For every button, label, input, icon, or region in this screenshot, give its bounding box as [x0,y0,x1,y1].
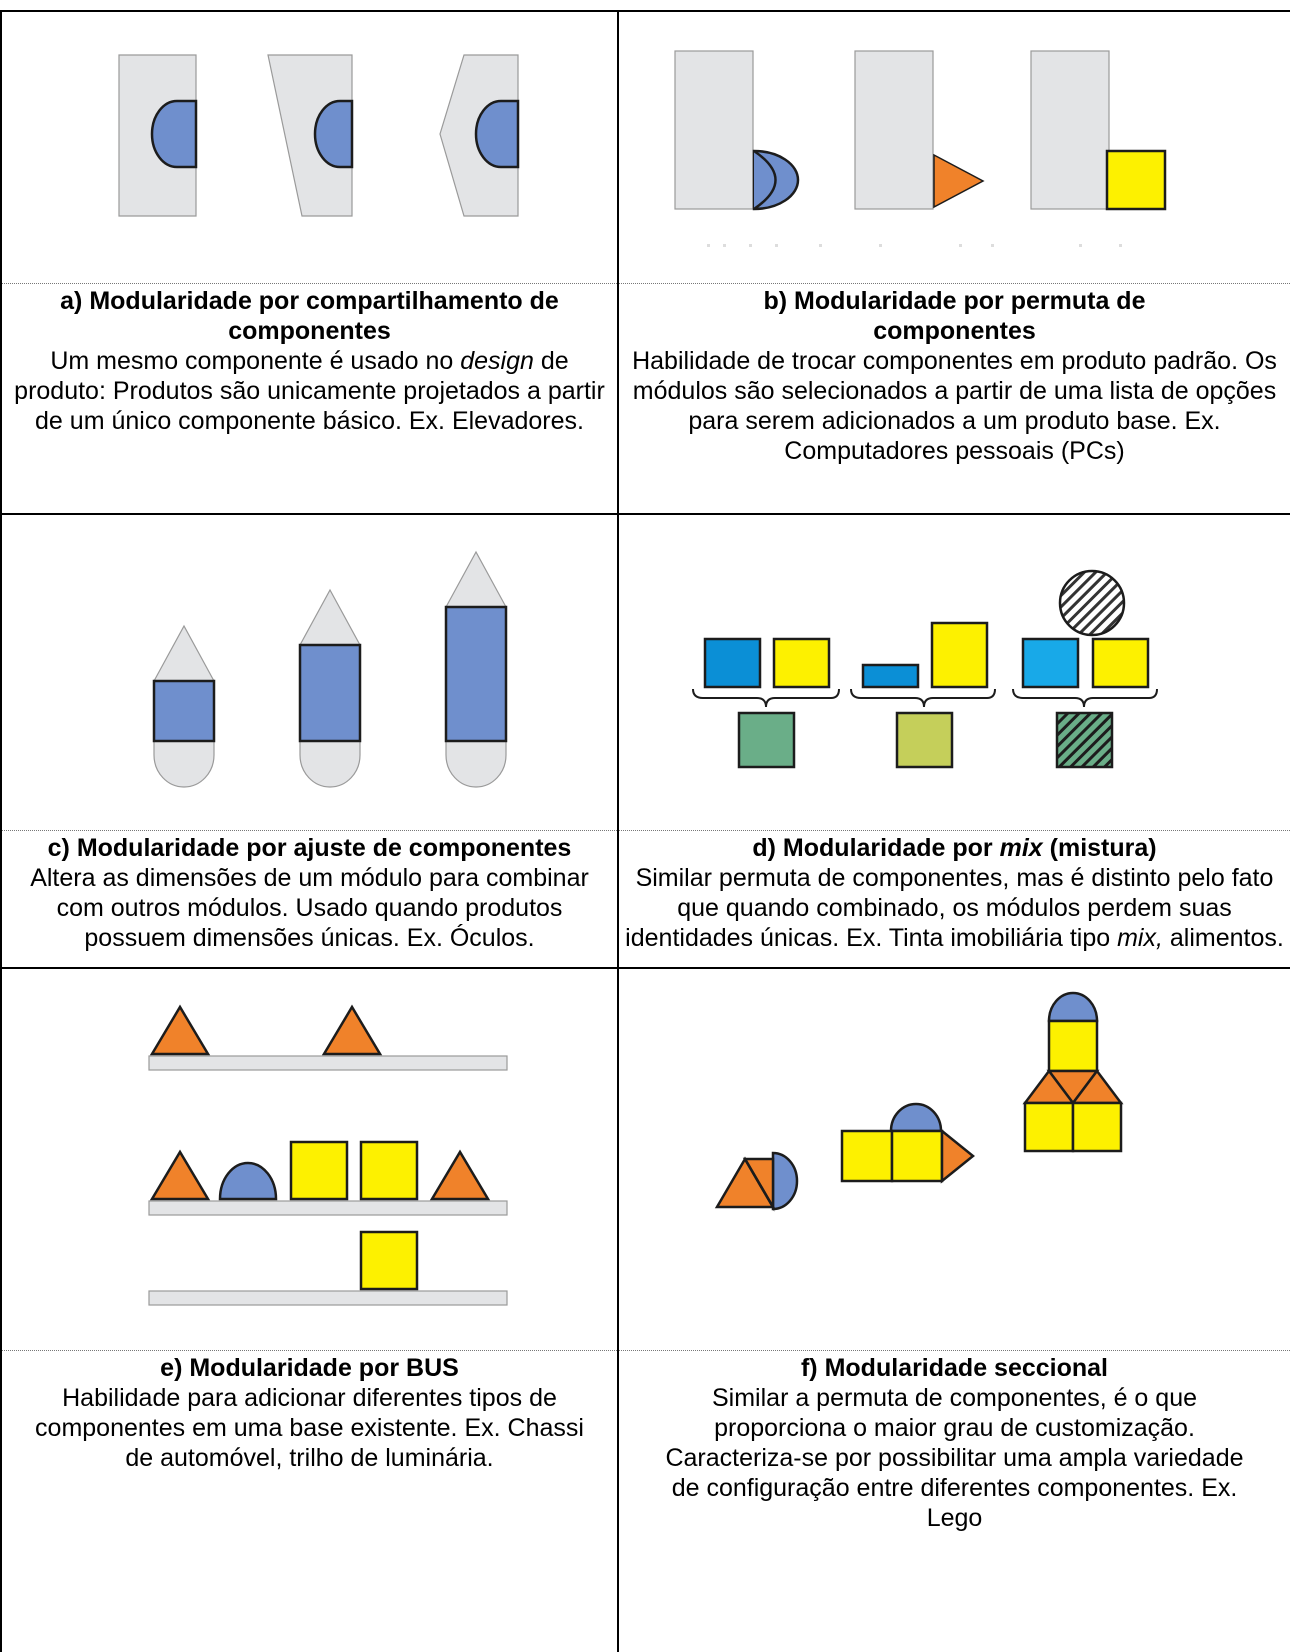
adjustable-module [298,643,362,743]
caption-title: d) Modularidade por mix (mistura) [621,833,1288,863]
cone-top [152,624,216,682]
caption-body-text: Similar permuta de componentes, mas é di… [625,864,1274,952]
half-circle-component [889,1102,943,1133]
base-rectangle [674,50,754,210]
cell-separator-d [619,830,1290,831]
figure-component-sharing [118,54,520,217]
caption-title: a) Modularidade por compartilhamento de … [60,287,559,345]
caption-body-italic: design [460,347,534,375]
caption-body: Habilidade para adicionar diferentes tip… [35,1384,584,1472]
table-border-top [0,10,1290,12]
brace [1012,688,1158,708]
figure-sectional-modularity [714,991,1124,1212]
base-rectangle [854,50,934,210]
blue-square-input [703,637,762,689]
half-circle-component [218,1161,278,1201]
caption-body-text: de produto: Produtos são unicamente proj… [14,347,605,435]
triangle-component [149,1149,211,1201]
half-circle-component [474,99,520,169]
triangle-component [933,153,985,209]
round-bottom [299,740,361,788]
square-component [359,1230,419,1291]
adjustable-module [444,605,508,743]
small-blue-input [861,663,920,689]
figure-component-swapping [674,50,1167,247]
caption-component-sharing: a) Modularidade por compartilhamento de … [6,286,613,436]
caption-title-italic: mix [999,834,1043,862]
caption-title: b) Modularidade por permuta de component… [763,287,1146,345]
caption-component-fitting: c) Modularidade por ajuste de componente… [6,833,613,953]
caption-title: e) Modularidade por BUS [160,1354,459,1382]
bus-rail [148,1200,508,1216]
caption-body-text: Um mesmo componente é usado no [50,347,461,375]
base-trapezoid [267,54,353,217]
caption-body: Similar a permuta de componentes, é o qu… [665,1384,1244,1532]
caption-body: Habilidade de trocar componentes em prod… [632,347,1277,465]
round-bottom [445,740,507,788]
caption-component-swapping: b) Modularidade por permuta de component… [621,286,1288,466]
triangle-component [321,1004,383,1056]
green-mix-result [737,711,796,769]
round-bottom [153,740,215,788]
half-circle-component [1047,991,1099,1023]
square-component [1105,149,1167,211]
triangle-component [940,1128,975,1184]
square-component [359,1140,419,1201]
figure-mix-modularity [692,569,1158,769]
caption-body: Um mesmo componente é usado no design de… [6,346,613,436]
square-component [840,1129,894,1183]
caption-body-italic: mix, [1117,924,1163,952]
bus-rail [148,1055,508,1071]
yellow-square-input [772,637,831,689]
caption-title: f) Modularidade seccional [800,1354,1108,1382]
brace [692,688,840,708]
cell-separator-f [619,1350,1290,1351]
table-border-left [0,10,2,1652]
caption-body: Similar permuta de componentes, mas é di… [621,863,1288,953]
square-component [289,1140,349,1201]
hatched-mix-result [1055,711,1114,769]
caption-sectional-modularity: f) Modularidade seccional Similar a perm… [621,1353,1288,1533]
table-column-divider [617,10,619,1652]
brace [850,688,996,708]
caption-mix-modularity: d) Modularidade por mix (mistura) Simila… [621,833,1288,953]
triangle-component [149,1004,211,1056]
half-circle-component [313,99,354,169]
figure-bus-modularity [148,1004,508,1306]
base-rectangle [1030,50,1110,210]
half-circle-component-outline [753,149,777,211]
caption-title-text: (mistura) [1042,834,1157,862]
row-divider-2 [0,967,1290,969]
cell-separator-a [2,283,617,284]
half-circle-component [771,1151,799,1211]
yellow-rect-input [930,621,989,689]
cone-top [298,588,362,646]
square-component [1023,1101,1075,1153]
bus-rail [148,1290,508,1306]
cell-separator-b [619,283,1290,284]
caption-bus-modularity: e) Modularidade por BUS Habilidade para … [6,1353,613,1473]
figure-component-fitting [152,550,508,788]
cyan-square-input [1021,637,1080,689]
cone-top [444,550,508,608]
caption-title-text: d) Modularidade por [752,834,1000,862]
cell-separator-c [2,830,617,831]
row-divider-1 [0,513,1290,515]
yellow-square-input [1091,637,1150,689]
triangle-component [429,1149,491,1201]
hatched-circle-input [1058,569,1126,637]
square-component [1071,1101,1123,1153]
square-component [1047,1019,1099,1073]
olive-mix-result [895,711,954,769]
caption-body-text: alimentos. [1162,924,1284,952]
caption-body: Altera as dimensões de um módulo para co… [30,864,589,952]
half-circle-component [150,99,198,169]
adjustable-module [152,679,216,743]
caption-title: c) Modularidade por ajuste de componente… [47,834,572,862]
cell-separator-e [2,1350,617,1351]
square-component [890,1129,944,1183]
